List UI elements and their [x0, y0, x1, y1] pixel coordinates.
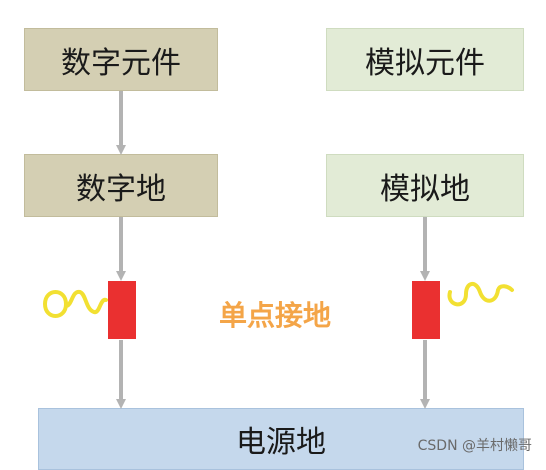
left-squiggle-icon [43, 289, 108, 318]
analog-components-label: 模拟元件 [365, 45, 485, 81]
power-ground-box: 电源地 [38, 408, 524, 470]
digital-ground-label: 数字地 [76, 171, 166, 207]
digital-components-box: 数字元件 [24, 28, 218, 91]
analog-ground-box: 模拟地 [326, 154, 524, 217]
watermark: CSDN @羊村懒哥 [417, 438, 532, 454]
analog-components-box: 模拟元件 [326, 28, 524, 91]
right-squiggle-icon [447, 282, 514, 307]
digital-components-label: 数字元件 [61, 45, 181, 81]
digital-ground-box: 数字地 [24, 154, 218, 217]
left-resistor [108, 281, 136, 339]
single-point-ground-label: 单点接地 [218, 299, 331, 332]
right-resistor [412, 281, 440, 339]
analog-ground-label: 模拟地 [380, 171, 470, 207]
power-ground-label: 电源地 [236, 425, 326, 460]
